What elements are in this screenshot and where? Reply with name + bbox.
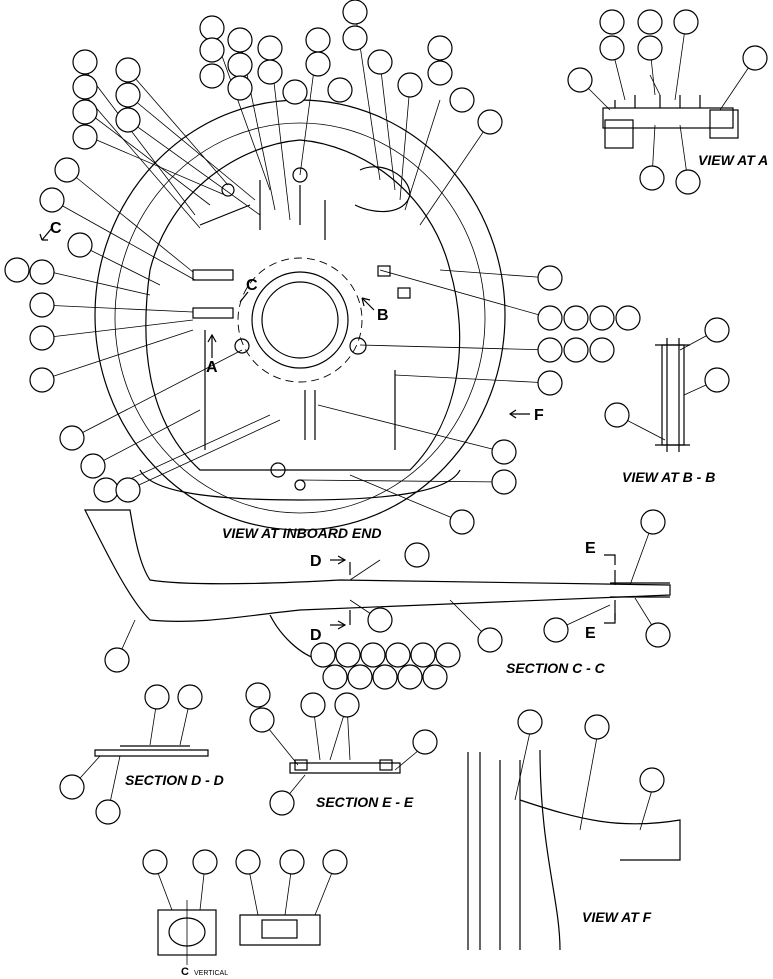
marker-d-top: D [310, 553, 322, 570]
title-section-d-d: SECTION D - D [125, 772, 224, 788]
title-view-at-a: VIEW AT A [698, 152, 768, 168]
view-at-a [579, 21, 756, 183]
view-at-b-b [616, 329, 718, 452]
section-e-e [259, 704, 426, 804]
reference-bubbles [4, 0, 768, 875]
marker-d-bottom: D [310, 627, 322, 644]
view-at-f [467, 731, 681, 951]
section-d-d [71, 699, 209, 813]
vertical-label: VERTICAL [194, 970, 228, 977]
marker-e-top: E [585, 540, 596, 557]
title-view-inboard-end: VIEW AT INBOARD END [222, 525, 381, 541]
title-view-at-b-b: VIEW AT B - B [622, 469, 715, 485]
section-markers: C C A B F D D E E [39, 220, 616, 644]
marker-e-bottom: E [585, 625, 596, 642]
centerline-symbol: C [181, 966, 189, 978]
centerline-detail [154, 864, 336, 965]
leader-lines [41, 11, 551, 523]
marker-c-left: C [50, 220, 62, 237]
title-section-e-e: SECTION E - E [316, 794, 414, 810]
marker-f: F [534, 407, 544, 424]
view-titles: VIEW AT INBOARD END VIEW AT A VIEW AT B … [125, 152, 768, 978]
section-c-c [84, 509, 671, 661]
title-section-c-c: SECTION C - C [506, 660, 606, 676]
marker-a: A [206, 359, 218, 376]
marker-b: B [377, 307, 389, 324]
title-view-at-f: VIEW AT F [582, 909, 652, 925]
marker-c-center: C [246, 277, 258, 294]
inboard-end-view [94, 99, 506, 531]
